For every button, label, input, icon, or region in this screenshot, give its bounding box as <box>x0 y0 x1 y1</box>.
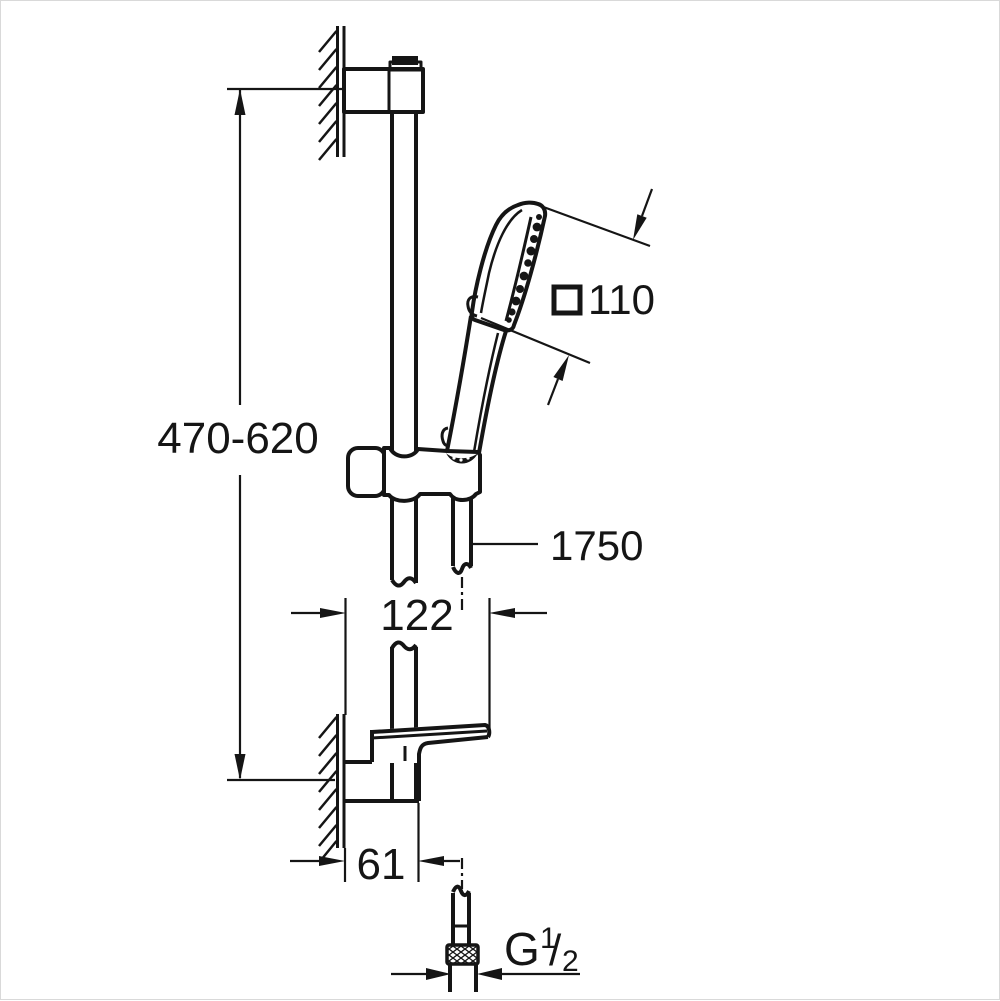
handle-fill <box>447 314 507 454</box>
nozzle-dot <box>530 235 538 243</box>
dim-thread: G 1 / 2 <box>391 922 580 980</box>
dim-head-size: 110 <box>480 188 655 406</box>
dim-bracket-depth: 61 <box>290 803 460 889</box>
handle-left-edge <box>445 315 473 452</box>
shelf-top-edge <box>371 723 492 739</box>
nozzle-dot <box>519 271 529 281</box>
shower-hose-upper <box>451 498 473 614</box>
hose-cut-squiggle <box>451 562 473 575</box>
arrow-up <box>234 89 246 115</box>
bottom-wall-lines <box>336 714 346 848</box>
hose-length-label: 1750 <box>550 522 643 569</box>
handle-inner-line <box>472 332 500 453</box>
head-inner-left-line <box>479 208 523 314</box>
hose-end-edges <box>451 893 471 945</box>
rail-break-lower-squiggle <box>390 640 418 652</box>
spray-nozzles <box>506 214 542 323</box>
bottom-wall-hatching <box>318 716 338 861</box>
holder-knob <box>346 446 387 498</box>
top-bracket-body <box>342 67 425 114</box>
slide-rail <box>390 111 418 801</box>
arrow-down <box>234 754 246 780</box>
arrow-upper <box>633 214 647 240</box>
head-clip-tab <box>466 295 479 318</box>
handle-right-edge <box>477 330 508 454</box>
crescent-dot <box>459 458 463 462</box>
height-range-label: 470-620 <box>157 414 318 463</box>
top-wall-hatching <box>318 30 338 161</box>
crescent-dot <box>452 456 456 460</box>
arrow-right <box>477 968 502 980</box>
wall-offset-label: 122 <box>380 591 453 640</box>
rail-end-cap <box>392 56 418 65</box>
thread-slash-label: / <box>549 926 562 975</box>
hose-end-cut-squiggle <box>451 884 471 898</box>
shelf-bottom-edge <box>417 735 489 801</box>
nozzle-dot <box>511 296 521 306</box>
handle-seat-crescent <box>446 453 478 464</box>
arrow-lower <box>553 355 569 381</box>
thread-numerator-label: 1 <box>540 922 557 955</box>
square-symbol-icon <box>551 284 583 316</box>
nozzle-dot <box>536 214 542 220</box>
arrow-left <box>319 856 345 866</box>
crescent-dot <box>466 456 470 460</box>
bottom-bracket <box>344 723 492 803</box>
ext-line-upper <box>537 203 651 248</box>
dim-hose-length: 1750 <box>472 522 643 569</box>
dim-height-range: 470-620 <box>157 87 343 782</box>
ext-line-lower <box>480 316 591 365</box>
hose-edges <box>451 498 473 566</box>
head-size-label: 110 <box>588 276 655 323</box>
dim-wall-offset: 122 <box>291 591 547 728</box>
rail-break-upper-squiggle <box>390 576 418 588</box>
nozzle-dot <box>526 246 536 256</box>
thread-denominator-label: 2 <box>562 945 579 978</box>
arrow-left <box>426 968 451 980</box>
thread-g-label: G <box>504 923 540 975</box>
hand-shower <box>440 200 548 454</box>
nozzle-dot <box>532 222 542 232</box>
thread-pipe-edges <box>448 964 478 992</box>
arrow-lower-shaft <box>546 378 560 406</box>
nozzle-dot <box>508 308 516 316</box>
arrow-right <box>418 856 444 866</box>
shelf-thickness-line <box>371 729 488 740</box>
holder-body <box>382 446 482 503</box>
nozzle-dot <box>524 259 532 267</box>
nozzle-dot <box>516 285 524 293</box>
arrow-left <box>320 608 346 618</box>
handle-button-bump <box>440 426 450 448</box>
hose-connector <box>445 858 480 992</box>
bottom-wall-section <box>318 714 492 861</box>
arrow-right <box>489 608 515 618</box>
knurled-nut <box>445 943 480 966</box>
nozzle-dot <box>506 317 512 323</box>
arrow-upper-shaft <box>640 188 654 217</box>
bracket-depth-label: 61 <box>357 840 406 889</box>
slider-holder <box>346 446 482 503</box>
top-wall-section <box>318 26 425 161</box>
